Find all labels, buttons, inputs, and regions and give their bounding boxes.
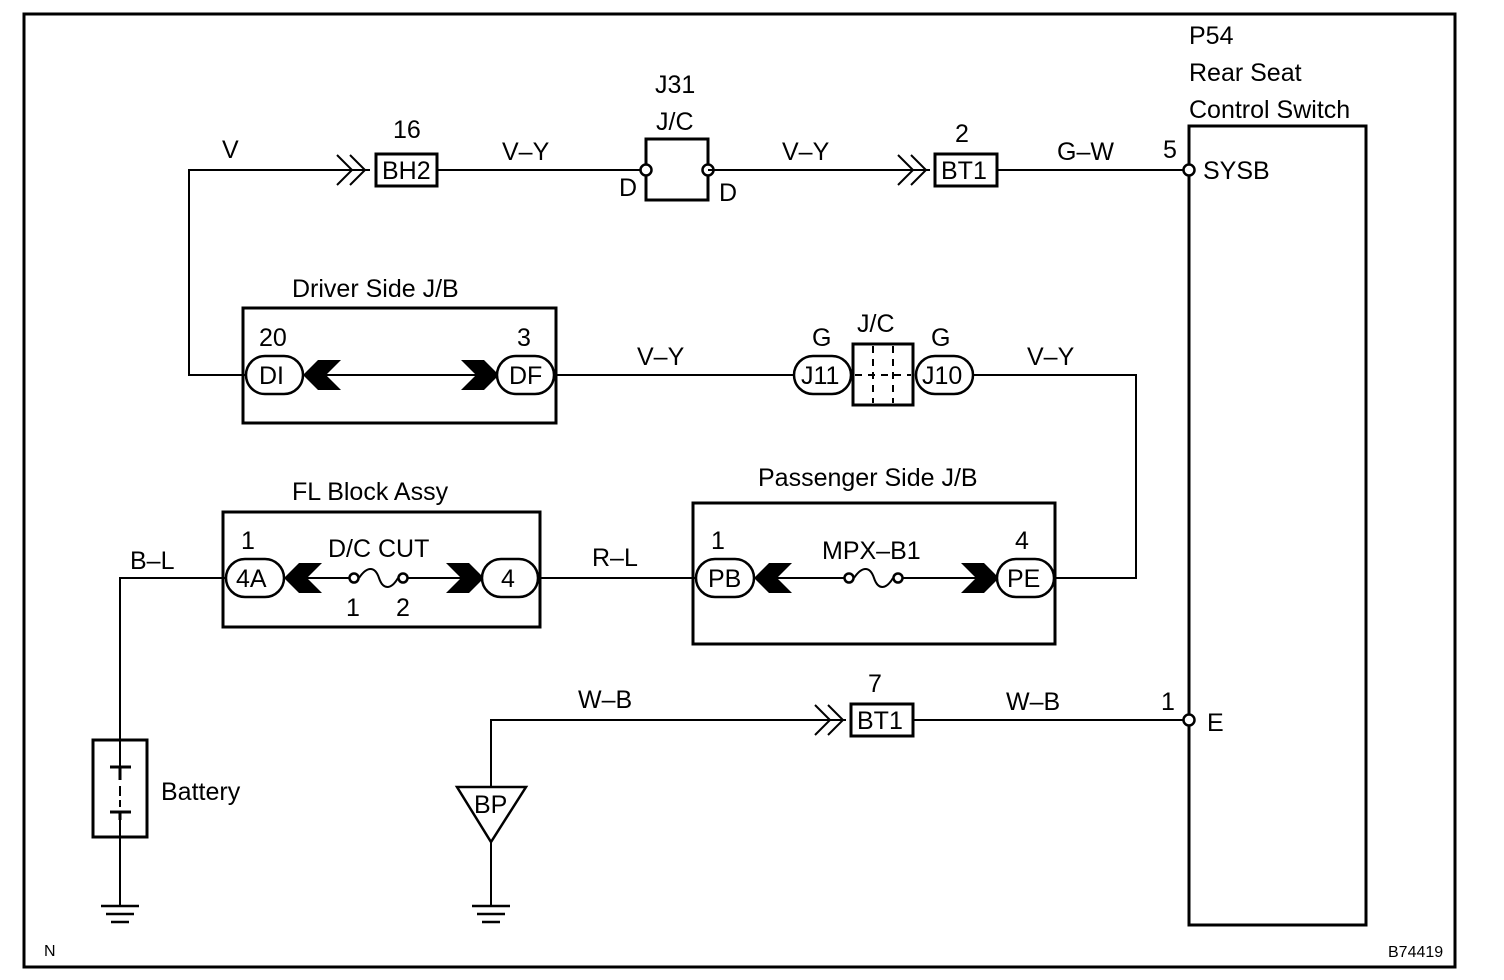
fl-fuse-terminal-1 <box>348 572 360 584</box>
driver-side-jb-title: Driver Side J/B <box>292 275 459 303</box>
passenger-side-jb-box <box>691 501 1057 646</box>
wire-r-l-label: R–L <box>592 544 638 572</box>
corner-label-left: N <box>44 943 56 960</box>
bp-ground-point-label: BP <box>474 791 507 819</box>
fl-fuse-terminal-2 <box>397 572 409 584</box>
wire-w-b-left <box>490 719 846 787</box>
jc-mid-type: J/C <box>857 310 895 338</box>
driver-jb-right-arrow <box>461 360 499 390</box>
passenger-jb-pb-label: PB <box>708 565 741 593</box>
dc-cut-fuse-label: D/C CUT <box>328 535 429 563</box>
diagram-frame <box>22 12 1457 969</box>
mpx-b1-fuse <box>853 568 894 588</box>
switch-name-line1: Rear Seat <box>1189 59 1302 87</box>
fl-4a-label: 4A <box>236 565 267 593</box>
wire-g-w-label: G–W <box>1057 138 1114 166</box>
wire-b-l <box>119 577 226 740</box>
j31-right-pin: D <box>719 179 737 207</box>
bh2-pin-number: 16 <box>393 116 421 144</box>
bp-ground-point <box>454 785 529 845</box>
jc-mid-block <box>851 342 915 407</box>
j10-pin: G <box>931 324 950 352</box>
passenger-jb-right-arrow <box>961 563 999 593</box>
passenger-jb-pe-connector <box>995 557 1056 599</box>
driver-jb-left-arrow <box>303 360 341 390</box>
passenger-jb-pe-label: PE <box>1007 565 1040 593</box>
switch-name-line2: Control Switch <box>1189 96 1350 124</box>
switch-pin-sysb <box>1182 163 1196 177</box>
j31-left-terminal <box>639 163 653 177</box>
switch-pin-top-name: SYSB <box>1203 157 1270 185</box>
j11-pin: G <box>812 324 831 352</box>
bt1-top-connector-label: BT1 <box>941 157 987 185</box>
j31-junction-connector <box>644 137 710 202</box>
fl-fuse-pin-1: 1 <box>346 594 360 622</box>
driver-side-jb-box <box>241 306 558 425</box>
fl-block-assy-box <box>221 510 542 629</box>
driver-jb-df-label: DF <box>509 362 542 390</box>
mpx-fuse-terminal-1 <box>843 572 855 584</box>
wire-b-l-label: B–L <box>130 547 175 575</box>
switch-code: P54 <box>1189 22 1234 50</box>
wire-v-y-top-1-label: V–Y <box>502 138 550 166</box>
wire-v <box>188 169 370 376</box>
j31-left-pin: D <box>619 174 637 202</box>
driver-jb-di-label: DI <box>259 362 284 390</box>
switch-pin-bottom-number: 1 <box>1161 688 1175 716</box>
fl-4-label: 4 <box>501 565 515 593</box>
bh2-connector-chevron <box>336 154 367 186</box>
wire-v-y-mid-label: V–Y <box>637 343 685 371</box>
fl-fuse-pin-2: 2 <box>396 594 410 622</box>
fl-4a-pin: 1 <box>241 527 255 555</box>
diagram-code: B74419 <box>1388 944 1443 961</box>
rear-seat-control-switch-box <box>1187 124 1368 927</box>
j10-label: J10 <box>922 362 962 390</box>
fl-left-arrow <box>284 563 322 593</box>
driver-jb-di-pin: 20 <box>259 324 287 352</box>
wire-w-b-left-label: W–B <box>578 686 632 714</box>
bt1-bottom-pin-number: 7 <box>868 670 882 698</box>
wire-v-y-top-2-label: V–Y <box>782 138 830 166</box>
bt1-bottom-connector-label: BT1 <box>857 707 903 735</box>
passenger-jb-left-arrow <box>754 563 792 593</box>
driver-jb-df-pin: 3 <box>517 324 531 352</box>
driver-jb-df-connector <box>495 354 556 396</box>
passenger-jb-pe-pin: 4 <box>1015 527 1029 555</box>
bt1-bottom-connector-chevron <box>814 704 845 736</box>
fl-block-title: FL Block Assy <box>292 478 449 506</box>
bt1-top-connector-chevron <box>897 154 928 186</box>
passenger-side-jb-title: Passenger Side J/B <box>758 464 978 492</box>
fl-right-arrow <box>446 563 484 593</box>
wire-v-label: V <box>222 136 239 164</box>
wire-v-y-right-label: V–Y <box>1027 343 1075 371</box>
bt1-top-pin-number: 2 <box>955 120 969 148</box>
mpx-b1-fuse-label: MPX–B1 <box>822 537 921 565</box>
switch-pin-e <box>1182 713 1196 727</box>
wire-w-b-right-label: W–B <box>1006 688 1060 716</box>
bh2-connector-label: BH2 <box>382 157 431 185</box>
passenger-jb-pb-pin: 1 <box>711 527 725 555</box>
mpx-fuse-terminal-2 <box>892 572 904 584</box>
j11-connector <box>792 354 853 396</box>
j11-label: J11 <box>801 362 839 390</box>
switch-pin-bottom-name: E <box>1207 709 1224 737</box>
switch-pin-top-number: 5 <box>1163 136 1177 164</box>
j31-type: J/C <box>656 108 694 136</box>
j31-code: J31 <box>655 71 695 99</box>
battery-label: Battery <box>161 778 241 806</box>
wire-v-y-right <box>973 374 1137 579</box>
dc-cut-fuse <box>358 568 399 588</box>
